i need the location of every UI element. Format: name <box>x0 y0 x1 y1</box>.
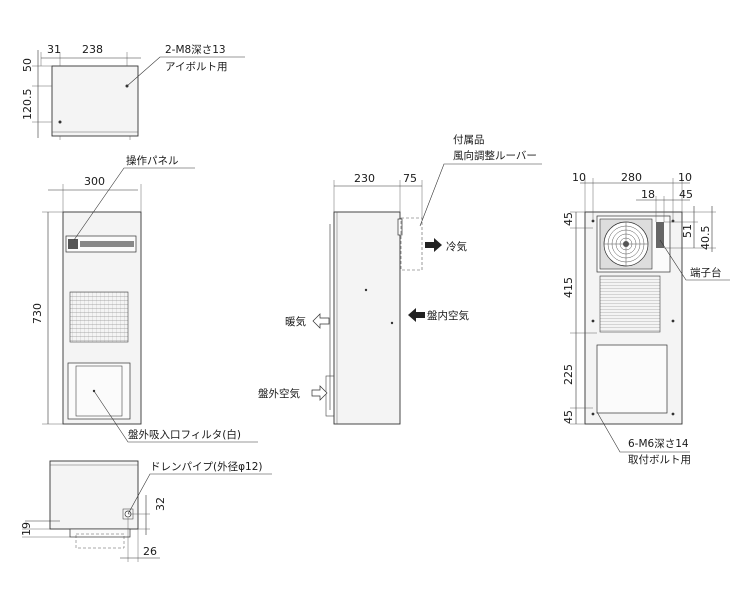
callout-eyebolt-holes: 2-M8深さ13 <box>165 44 226 56</box>
callout-mount-holes: 6-M6深さ14 <box>628 438 689 450</box>
callout-drain-pipe: ドレンパイプ(外径φ12) <box>150 460 262 473</box>
dim-280: 280 <box>621 171 642 184</box>
outside-air-arrow <box>311 385 328 401</box>
dim-50: 50 <box>21 58 34 72</box>
terminal-block <box>656 222 664 248</box>
bottom-view-body <box>49 460 139 530</box>
back-view: 10 280 10 18 45 51 40.5 45 415 225 45 端子… <box>562 171 730 466</box>
eyebolt-hole-left <box>58 120 62 124</box>
dim-left-45b: 45 <box>562 410 575 424</box>
inside-air-arrow <box>408 308 425 322</box>
dim-back-10b: 10 <box>678 171 692 184</box>
label-outside-air: 盤外空気 <box>258 387 300 400</box>
dim-230: 230 <box>354 172 375 185</box>
front-view: 300 730 操作パネル 盤外吸入口フィルタ(白) <box>31 154 258 443</box>
dim-26: 26 <box>143 545 157 558</box>
label-cold-air: 冷気 <box>446 240 467 253</box>
dim-40-5: 40.5 <box>699 226 712 251</box>
dim-75: 75 <box>403 172 417 185</box>
label-warm-air: 暖気 <box>285 315 306 328</box>
top-view-body <box>51 65 139 137</box>
bottom-view: 19 32 26 ドレンパイプ(外径φ12) <box>20 460 272 562</box>
callout-accessory: 付属品 <box>453 133 485 146</box>
drain-area <box>75 533 125 549</box>
fan-icon <box>599 218 653 270</box>
callout-wind-louver: 風向調整ルーバー <box>453 149 537 162</box>
dim-32: 32 <box>154 497 167 511</box>
warm-air-arrow <box>312 313 330 329</box>
cold-air-arrow <box>425 238 442 252</box>
callout-intake-filter: 盤外吸入口フィルタ(白) <box>128 428 241 441</box>
panel-display <box>68 239 78 249</box>
callout-eyebolt-use: アイボルト用 <box>165 61 227 73</box>
callout-mount-use: 取付ボルト用 <box>628 453 691 466</box>
top-view: 31 238 50 120.5 2-M8深さ13 アイボルト用 <box>21 43 245 140</box>
label-inside-air: 盤内空気 <box>427 309 469 322</box>
dim-300: 300 <box>84 175 105 188</box>
dim-back-45: 45 <box>679 188 693 201</box>
dim-31: 31 <box>47 43 61 56</box>
exhaust-louver <box>69 291 129 343</box>
dim-18: 18 <box>641 188 655 201</box>
dim-120-5: 120.5 <box>21 89 34 121</box>
accessory-louver <box>400 217 423 271</box>
dim-225: 225 <box>562 364 575 385</box>
panel-buttons <box>80 241 134 247</box>
callout-control-panel: 操作パネル <box>126 154 179 167</box>
dim-730: 730 <box>31 303 44 324</box>
intake-filter <box>67 362 131 420</box>
callout-terminal: 端子台 <box>690 266 722 279</box>
dim-51: 51 <box>681 224 694 238</box>
side-view-body <box>333 211 401 425</box>
dim-415: 415 <box>562 277 575 298</box>
side-view: 230 75 付属品 風向調整ルーバー 冷気 盤内空気 暖気 盤外空気 <box>258 133 542 425</box>
dim-238: 238 <box>82 43 103 56</box>
lower-panel <box>596 344 668 414</box>
dim-left-45a: 45 <box>562 212 575 226</box>
back-vent <box>599 275 661 333</box>
dim-back-10a: 10 <box>572 171 586 184</box>
dim-19: 19 <box>20 522 33 536</box>
